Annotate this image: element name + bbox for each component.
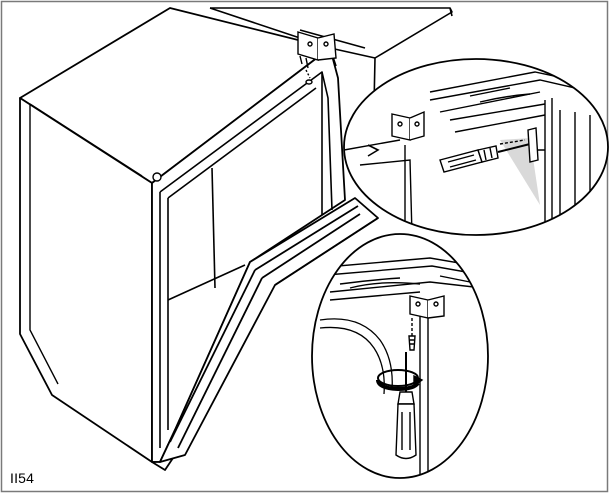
detail-view-top: [343, 58, 609, 236]
figure-code: II54: [10, 470, 35, 486]
dishwasher: [19, 7, 346, 471]
bottom-bracket: [409, 295, 445, 319]
screwdriver-icon: [395, 352, 417, 460]
screw-icon: [408, 318, 416, 351]
detail-view-bottom: [311, 233, 489, 479]
dishwasher-front-panel: [159, 71, 333, 448]
dishwasher-side-lines: [29, 103, 162, 385]
screwdriver-icon: [439, 139, 531, 173]
furniture-door-panel: [159, 197, 379, 463]
rotation-arrow-icon: [376, 369, 424, 392]
mounting-bracket-icon: [297, 31, 337, 85]
